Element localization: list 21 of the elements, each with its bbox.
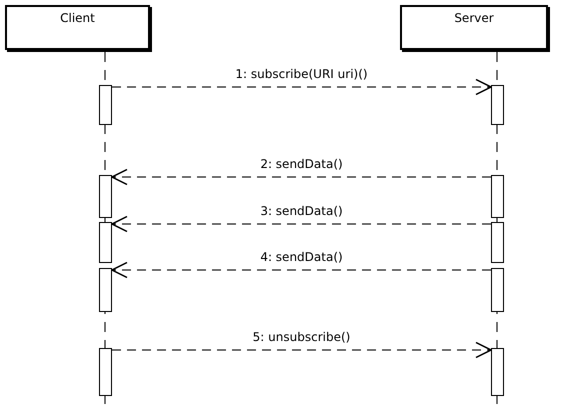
activation-bar [491, 348, 504, 396]
message-arrow [111, 262, 492, 278]
message-label: 4: sendData() [258, 250, 345, 264]
activation-bar [491, 175, 504, 218]
lifeline-header-box: Client [5, 5, 150, 50]
activation-bar [491, 268, 504, 312]
activation-bar [491, 222, 504, 263]
message-arrow [111, 168, 492, 186]
activation-bar [99, 175, 112, 218]
message-label: 3: sendData() [258, 204, 345, 218]
message-label: 5: unsubscribe() [250, 330, 352, 344]
message-arrow [111, 216, 492, 232]
activation-bar [99, 222, 112, 263]
activation-bar [99, 348, 112, 396]
message-label: 2: sendData() [258, 157, 345, 171]
message-arrow [112, 78, 492, 96]
message-arrow [112, 342, 492, 358]
lifeline-header-box: Server [400, 5, 548, 50]
activation-bar [491, 85, 504, 125]
activation-bar [99, 85, 112, 125]
activation-bar [99, 268, 112, 312]
